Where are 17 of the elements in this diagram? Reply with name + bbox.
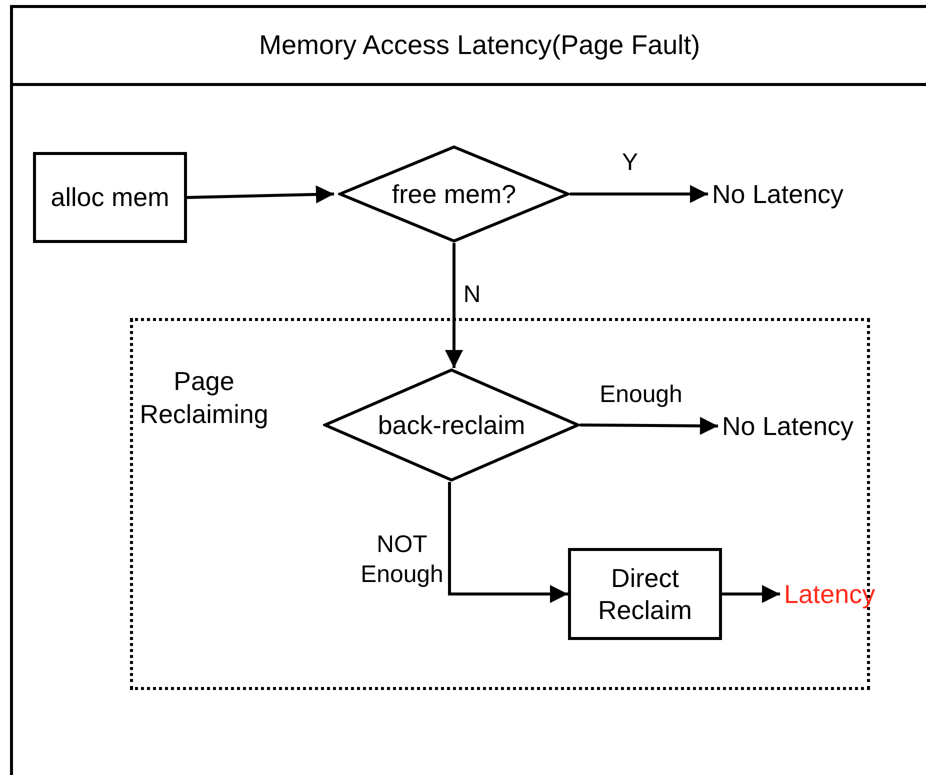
- node-label: Direct Reclaim: [597, 562, 693, 626]
- node-label: free mem?: [392, 178, 516, 210]
- arrow: [580, 416, 718, 435]
- arrow: [445, 243, 463, 368]
- node-label: No Latency: [722, 410, 854, 442]
- arrow: [722, 585, 780, 603]
- process-box: [568, 548, 722, 640]
- arrow: [186, 185, 334, 204]
- node-label: Latency: [784, 578, 876, 610]
- diagram-title: Memory Access Latency(Page Fault): [259, 29, 700, 62]
- process-box: [33, 152, 187, 243]
- arrow: [448, 482, 568, 603]
- node-label: alloc mem: [50, 181, 170, 214]
- arrow: [570, 185, 708, 203]
- node-label: No Latency: [712, 178, 844, 210]
- group-label: Page Reclaiming: [138, 365, 270, 430]
- node-label: back-reclaim: [378, 408, 526, 442]
